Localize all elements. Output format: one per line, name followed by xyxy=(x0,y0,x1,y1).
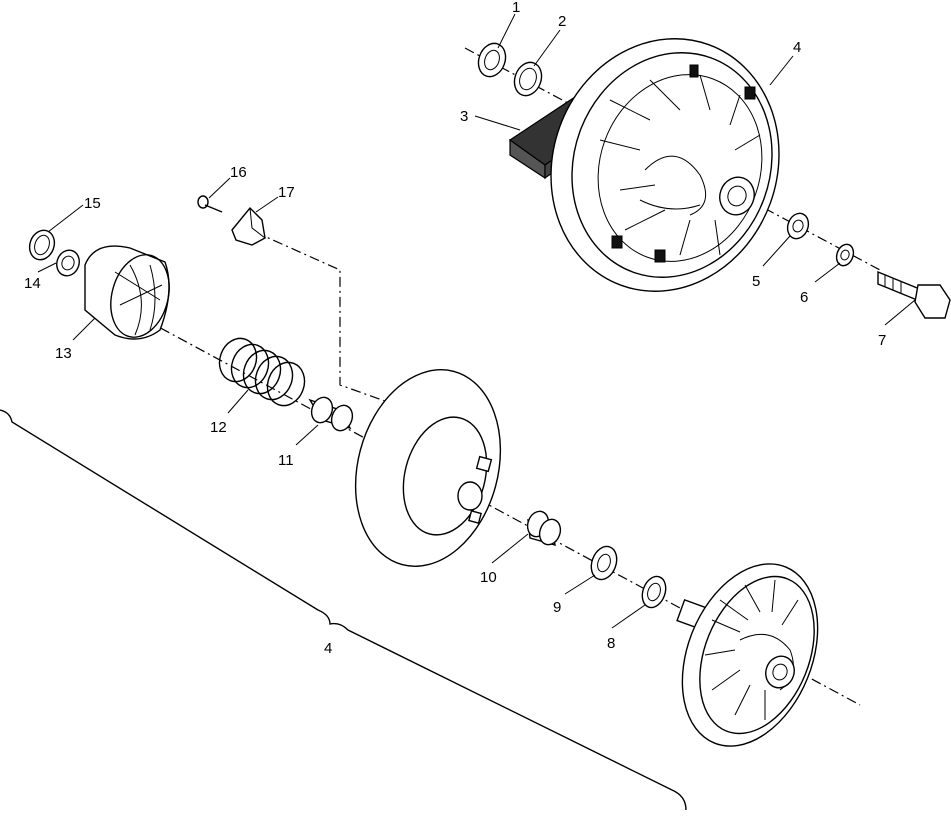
part-7-bolt xyxy=(877,270,951,319)
part-10-bushing xyxy=(526,510,562,546)
part-13-cam xyxy=(84,245,170,340)
part-1-bushing xyxy=(477,42,507,78)
callout-17: 17 xyxy=(278,184,295,201)
callout-13: 13 xyxy=(55,345,72,362)
part-4-movable-sheave xyxy=(550,38,780,292)
callout-2: 2 xyxy=(558,13,566,30)
assembly-callout-4: 4 xyxy=(324,640,332,657)
callout-10: 10 xyxy=(480,569,497,586)
axis-line-pin xyxy=(254,231,411,411)
part-15-snap-ring xyxy=(28,229,56,261)
callout-labels: 1 2 3 4 5 6 7 8 9 10 11 12 13 14 15 16 1… xyxy=(24,0,886,657)
part-2-washer xyxy=(513,61,543,97)
part-17-roller xyxy=(231,206,266,246)
callout-3: 3 xyxy=(460,108,468,125)
part-6-lock-washer xyxy=(835,243,855,267)
callout-7: 7 xyxy=(878,332,886,349)
callout-6: 6 xyxy=(800,289,808,306)
part-16-pin xyxy=(197,195,223,213)
callout-1: 1 xyxy=(512,0,520,16)
callout-16: 16 xyxy=(230,164,247,181)
part-4-stationary-sheave xyxy=(354,369,502,567)
lower-sheave-assembly xyxy=(676,563,819,747)
part-8-washer xyxy=(641,575,667,609)
part-5-washer xyxy=(786,212,810,240)
callout-9: 9 xyxy=(553,599,561,616)
callout-14: 14 xyxy=(24,275,41,292)
part-12-spring xyxy=(218,337,306,407)
callout-5: 5 xyxy=(752,273,760,290)
callout-11: 11 xyxy=(278,452,294,469)
part-9-washer xyxy=(590,545,618,581)
callout-4-top: 4 xyxy=(793,39,801,56)
leader-lines xyxy=(37,13,916,629)
part-14-washer xyxy=(56,249,80,277)
callout-8: 8 xyxy=(607,635,615,652)
callout-12: 12 xyxy=(210,419,227,436)
callout-15: 15 xyxy=(84,195,101,212)
part-11-bushing xyxy=(308,396,354,432)
assembly-bracket xyxy=(0,409,687,811)
